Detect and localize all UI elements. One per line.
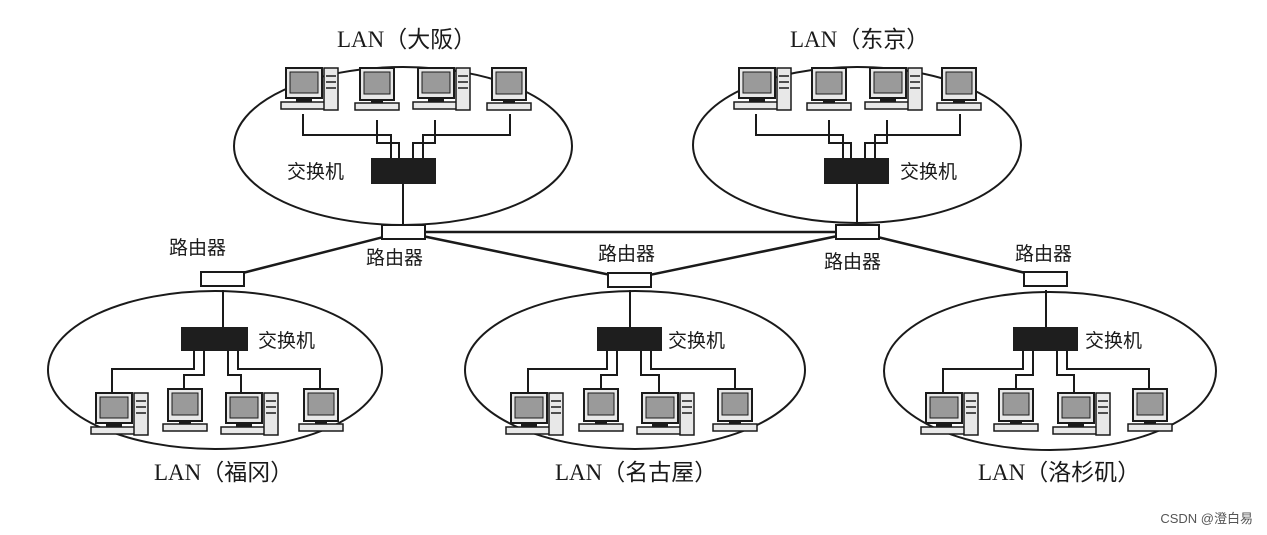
- computer-icon: [412, 67, 471, 111]
- computer-icon: [298, 388, 344, 432]
- switch-icon: [371, 158, 436, 184]
- switch-icon: [1013, 327, 1078, 351]
- router-icon: [1023, 271, 1068, 287]
- switch-label: 交换机: [1085, 330, 1142, 352]
- computer-icon: [505, 392, 564, 436]
- switch-label: 交换机: [668, 330, 725, 352]
- lan-tokyo: 交换机 LAN（东京）: [692, 27, 1022, 225]
- computer-icon: [162, 388, 208, 432]
- switch-icon: [597, 327, 662, 351]
- watermark: CSDN @澄白易: [1160, 511, 1253, 526]
- lan-los-angeles: 交换机 LAN（洛杉矶）: [883, 290, 1217, 485]
- computer-icon: [1052, 392, 1111, 436]
- computer-icon: [864, 67, 923, 111]
- computer-icon: [920, 392, 979, 436]
- router-icon: [200, 271, 245, 287]
- lan-label-tokyo: LAN（东京）: [790, 27, 929, 52]
- router-los-angeles: 路由器: [1015, 243, 1072, 287]
- lan-label-nagoya: LAN（名古屋）: [555, 460, 717, 485]
- lan-label-los-angeles: LAN（洛杉矶）: [978, 460, 1140, 485]
- router-label: 路由器: [824, 251, 881, 273]
- computer-icon: [712, 388, 758, 432]
- router-label: 路由器: [1015, 243, 1072, 265]
- router-fukuoka: 路由器: [169, 237, 245, 287]
- computer-icon: [993, 388, 1039, 432]
- router-label: 路由器: [366, 247, 423, 269]
- router-icon: [835, 224, 880, 240]
- lan-osaka: 交换机 LAN（大阪）: [233, 27, 573, 226]
- switch-label: 交换机: [287, 161, 344, 183]
- switch-icon: [824, 158, 889, 184]
- computer-icon: [486, 67, 532, 111]
- computer-icon: [220, 392, 279, 436]
- router-tokyo: 路由器: [824, 224, 881, 273]
- wan-links: [222, 230, 1047, 281]
- lan-label-osaka: LAN（大阪）: [337, 27, 476, 52]
- computer-icon: [1127, 388, 1173, 432]
- switch-label: 交换机: [900, 161, 957, 183]
- switch-label: 交换机: [258, 330, 315, 352]
- computer-icon: [280, 67, 339, 111]
- computer-icon: [806, 67, 852, 111]
- computer-icon: [90, 392, 149, 436]
- lan-fukuoka: 交换机 LAN（福冈）: [47, 290, 383, 485]
- router-label: 路由器: [598, 243, 655, 265]
- computer-icon: [936, 67, 982, 111]
- switch-icon: [181, 327, 248, 351]
- computer-icon: [354, 67, 400, 111]
- router-icon: [381, 224, 426, 240]
- lan-label-fukuoka: LAN（福冈）: [154, 460, 293, 485]
- router-icon: [607, 272, 652, 288]
- router-label: 路由器: [169, 237, 226, 259]
- computer-icon: [733, 67, 792, 111]
- computer-icon: [578, 388, 624, 432]
- computer-icon: [636, 392, 695, 436]
- router-nagoya: 路由器: [598, 243, 655, 288]
- router-osaka: 路由器: [366, 224, 426, 269]
- lan-nagoya: 交换机 LAN（名古屋）: [464, 290, 806, 485]
